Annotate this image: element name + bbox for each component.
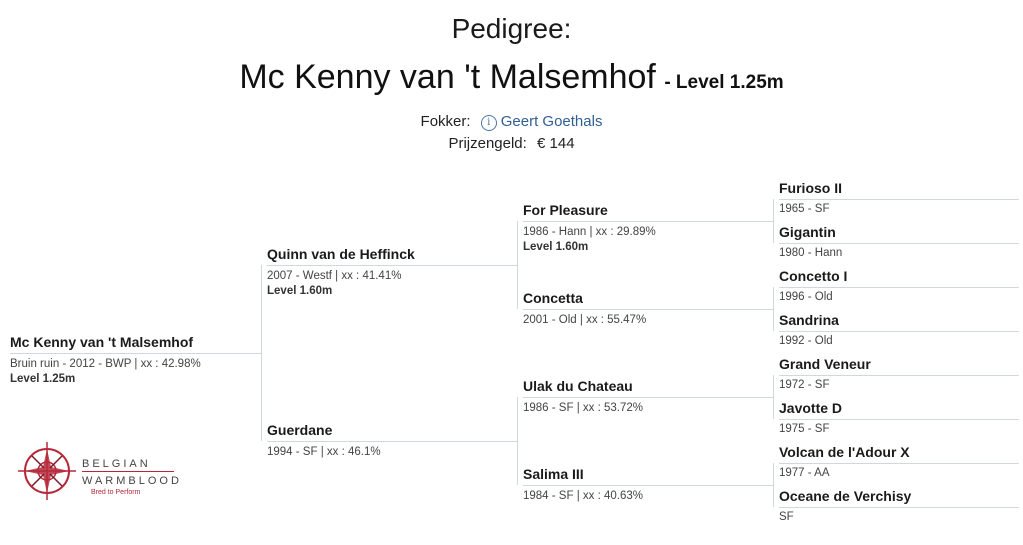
breeder-name[interactable]: Geert Goethals	[500, 113, 603, 130]
pedigree-g4-6[interactable]: Javotte D 1975 - SF	[779, 400, 1019, 435]
sd-details: 2001 - Old | xx : 55.47%	[523, 314, 647, 326]
pedigree-g4-7[interactable]: Volcan de l'Adour X 1977 - AA	[779, 444, 1019, 479]
pedigree-sire-sire[interactable]: For Pleasure 1986 - Hann | xx : 29.89% L…	[523, 202, 774, 253]
g4-name[interactable]: Grand Veneur	[779, 356, 1019, 376]
pedigree-subject[interactable]: Mc Kenny van 't Malsemhof Bruin ruin - 2…	[10, 334, 262, 385]
g4-name[interactable]: Gigantin	[779, 224, 1019, 244]
pedigree-g4-4[interactable]: Sandrina 1992 - Old	[779, 312, 1019, 347]
g4-details: 1975 - SF	[779, 423, 830, 435]
g4-name[interactable]: Furioso II	[779, 180, 1019, 200]
dd-details: 1984 - SF | xx : 40.63%	[523, 490, 643, 502]
ss-level: Level 1.60m	[523, 241, 589, 253]
horse-name: Mc Kenny van 't Malsemhof	[239, 58, 656, 96]
subject-details: Bruin ruin - 2012 - BWP | xx : 42.98%	[10, 358, 201, 370]
sire-name[interactable]: Quinn van de Heffinck	[267, 246, 518, 266]
dam-name[interactable]: Guerdane	[267, 422, 518, 442]
pedigree-dam-dam[interactable]: Salima III 1984 - SF | xx : 40.63%	[523, 466, 774, 502]
pedigree-g4-3[interactable]: Concetto I 1996 - Old	[779, 268, 1019, 303]
dam-details: 1994 - SF | xx : 46.1%	[267, 446, 381, 458]
info-icon[interactable]: i	[480, 115, 497, 131]
ds-name[interactable]: Ulak du Chateau	[523, 378, 774, 398]
pedigree-sire-dam[interactable]: Concetta 2001 - Old | xx : 55.47%	[523, 290, 774, 326]
page-title: Pedigree:	[451, 13, 572, 44]
pedigree-sire[interactable]: Quinn van de Heffinck 2007 - Westf | xx …	[267, 246, 518, 297]
g4-name[interactable]: Oceane de Verchisy	[779, 488, 1019, 508]
breeder-label: Fokker:	[420, 113, 471, 130]
prize-value: € 144	[537, 135, 575, 152]
sire-level: Level 1.60m	[267, 285, 333, 297]
sire-details: 2007 - Westf | xx : 41.41%	[267, 270, 402, 282]
logo-tagline: Bred to Perform	[91, 489, 141, 496]
horse-level: - Level 1.25m	[664, 72, 784, 93]
g4-name[interactable]: Concetto I	[779, 268, 1019, 288]
logo-line2: WARMBLOOD	[82, 475, 182, 487]
g4-name[interactable]: Sandrina	[779, 312, 1019, 332]
ds-details: 1986 - SF | xx : 53.72%	[523, 402, 643, 414]
pedigree-dam[interactable]: Guerdane 1994 - SF | xx : 46.1%	[267, 422, 518, 458]
pedigree-g4-8[interactable]: Oceane de Verchisy SF	[779, 488, 1019, 523]
g4-details: 1996 - Old	[779, 291, 833, 303]
pedigree-dam-sire[interactable]: Ulak du Chateau 1986 - SF | xx : 53.72%	[523, 378, 774, 414]
subject-name[interactable]: Mc Kenny van 't Malsemhof	[10, 334, 262, 354]
pedigree-g4-2[interactable]: Gigantin 1980 - Hann	[779, 224, 1019, 259]
prize-label: Prijzengeld:	[448, 135, 527, 152]
g4-name[interactable]: Javotte D	[779, 400, 1019, 420]
subject-level: Level 1.25m	[10, 373, 76, 385]
g4-details: SF	[779, 511, 794, 523]
horse-title: Mc Kenny van 't Malsemhof - Level 1.25m	[0, 58, 1023, 97]
logo-line1: BELGIAN	[82, 458, 151, 470]
g4-details: 1972 - SF	[779, 379, 830, 391]
belgian-warmblood-logo: BELGIAN WARMBLOOD Bred to Perform	[16, 440, 186, 502]
compass-star-logo-icon	[18, 442, 76, 500]
g4-details: 1965 - SF	[779, 203, 830, 215]
ss-details: 1986 - Hann | xx : 29.89%	[523, 226, 656, 238]
pedigree-g4-1[interactable]: Furioso II 1965 - SF	[779, 180, 1019, 215]
g4-details: 1980 - Hann	[779, 247, 843, 259]
g4-name[interactable]: Volcan de l'Adour X	[779, 444, 1019, 464]
ss-name[interactable]: For Pleasure	[523, 202, 774, 222]
sd-name[interactable]: Concetta	[523, 290, 774, 310]
dd-name[interactable]: Salima III	[523, 466, 774, 486]
logo-divider	[82, 471, 174, 472]
g4-details: 1977 - AA	[779, 467, 830, 479]
prize-row: Prijzengeld: € 144	[0, 135, 1023, 152]
pedigree-g4-5[interactable]: Grand Veneur 1972 - SF	[779, 356, 1019, 391]
g4-details: 1992 - Old	[779, 335, 833, 347]
